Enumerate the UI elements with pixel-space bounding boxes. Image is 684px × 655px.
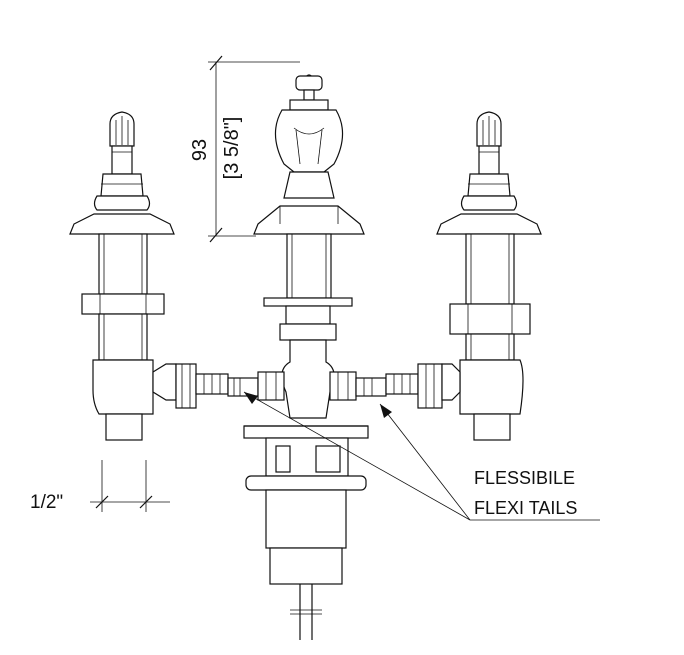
callout-arrow-right: [380, 404, 392, 418]
left-flexi-tail: [152, 363, 285, 409]
height-mm-label: 93: [189, 139, 211, 161]
connection-dimension: [90, 460, 170, 512]
callout-line-2: FLEXI TAILS: [474, 498, 577, 518]
right-flexi-tail: [329, 363, 461, 409]
connection-size-label: 1/2": [30, 492, 63, 513]
left-valve: [69, 111, 175, 441]
height-dimension: [208, 55, 300, 243]
callout-line-1: FLESSIBILE: [474, 468, 575, 488]
callout-arrow-left: [244, 392, 258, 404]
callout-leaders: [243, 391, 600, 521]
center-spout: [243, 74, 369, 640]
height-inch-label: [3 5/8"]: [221, 117, 243, 180]
right-valve: [436, 111, 542, 441]
